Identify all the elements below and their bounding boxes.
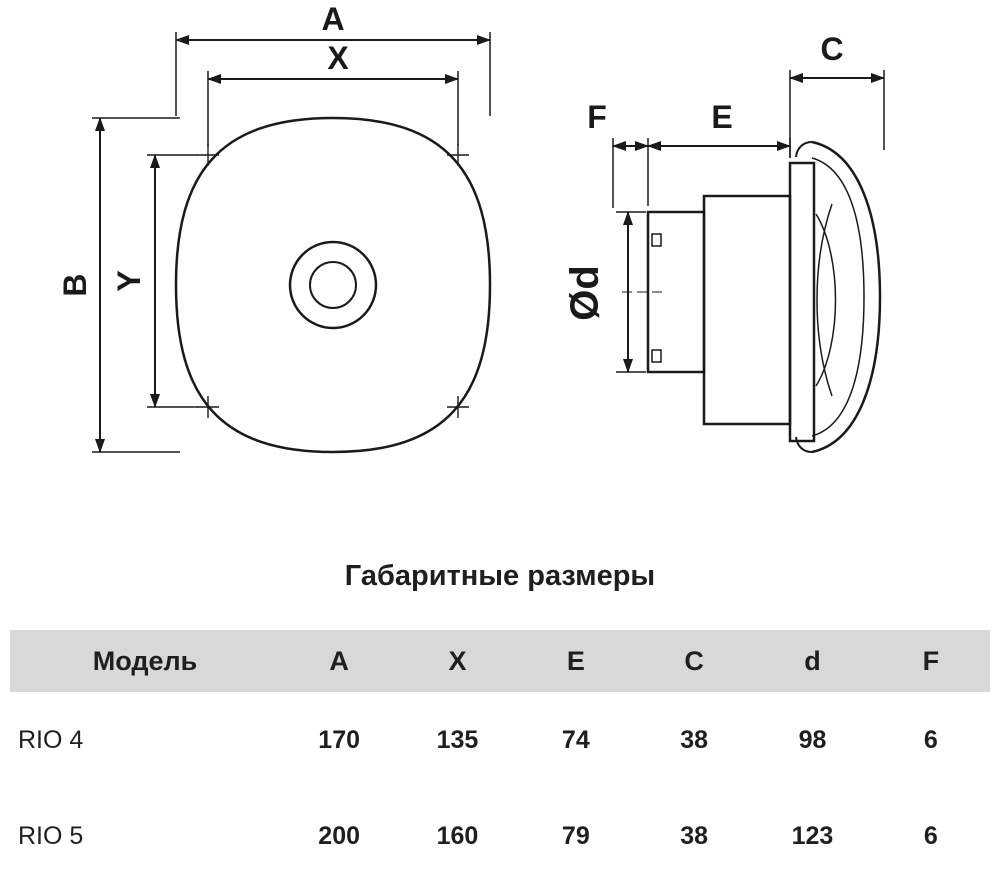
dim-e-label: E	[711, 99, 732, 135]
value-cell-e: 74	[561, 725, 590, 754]
dim-d-lines	[616, 211, 646, 373]
value-cell-c: 38	[680, 725, 709, 754]
body-outline	[702, 194, 792, 426]
fan-face-outline	[174, 116, 492, 454]
dimension-drawing: A X B Y	[57, 1, 885, 454]
dim-x-label: X	[327, 40, 349, 76]
front-view	[174, 116, 492, 454]
dim-y-lines	[147, 154, 198, 408]
header-cell-c: C	[684, 645, 704, 676]
mounting-hole-marks	[197, 144, 469, 418]
cover-bottom-lip	[795, 436, 813, 453]
front-cover	[811, 140, 882, 454]
dim-x-lines	[207, 71, 459, 146]
header-cell-f: F	[922, 645, 940, 676]
value-cell-f: 6	[923, 725, 938, 754]
value-cell-c: 38	[680, 821, 709, 850]
value-cell-a: 200	[318, 821, 361, 850]
cover-top-lip	[795, 141, 813, 158]
value-cell-a: 170	[318, 725, 361, 754]
table-row-rio4: RIO 4 170 135 74 38 98 6	[10, 692, 990, 788]
hub-inner-circle	[309, 261, 357, 309]
front-cover-inner	[811, 157, 865, 437]
dim-f-lines	[612, 138, 649, 208]
side-view-dimensions: C F E Ød	[563, 31, 885, 373]
dim-a-label: A	[321, 1, 344, 37]
value-cell-x: 160	[436, 821, 479, 850]
dim-f-label: F	[587, 99, 607, 135]
duct-clips	[651, 233, 662, 363]
model-cell: RIO 5	[18, 821, 84, 850]
value-cell-e: 79	[561, 821, 590, 850]
table-title: Габаритные размеры	[344, 560, 656, 592]
model-cell: RIO 4	[18, 725, 84, 754]
dim-c-label: C	[820, 31, 843, 67]
dim-d-label: Ød	[563, 265, 607, 321]
dim-e-lines	[647, 138, 791, 158]
side-view	[622, 140, 882, 454]
dim-a-lines	[175, 32, 491, 116]
dim-b-lines	[92, 117, 180, 453]
value-cell-d: 98	[798, 725, 827, 754]
value-cell-f: 6	[923, 821, 938, 850]
dim-b-label: B	[57, 273, 93, 296]
table-row-rio5: RIO 5 200 160 79 38 123 6	[10, 788, 990, 884]
value-cell-x: 135	[436, 725, 479, 754]
header-cell-a: A	[329, 645, 349, 676]
dim-y-label: Y	[111, 270, 147, 291]
table-header-row: Модель A X E C d F	[10, 630, 990, 692]
mounting-plate	[788, 161, 816, 443]
fan-blade-hints	[815, 203, 837, 397]
header-cell-model: Модель	[92, 645, 198, 676]
value-cell-d: 123	[791, 821, 834, 850]
header-cell-e: E	[566, 645, 585, 676]
header-cell-d: d	[804, 645, 821, 676]
header-cell-x: X	[448, 645, 467, 676]
front-view-dimensions: A X B Y	[57, 1, 491, 453]
hub-outer-circle	[288, 240, 378, 330]
dimensions-table: Модель A X E C d F RIO 4 170 135 74 38 9…	[10, 630, 990, 884]
